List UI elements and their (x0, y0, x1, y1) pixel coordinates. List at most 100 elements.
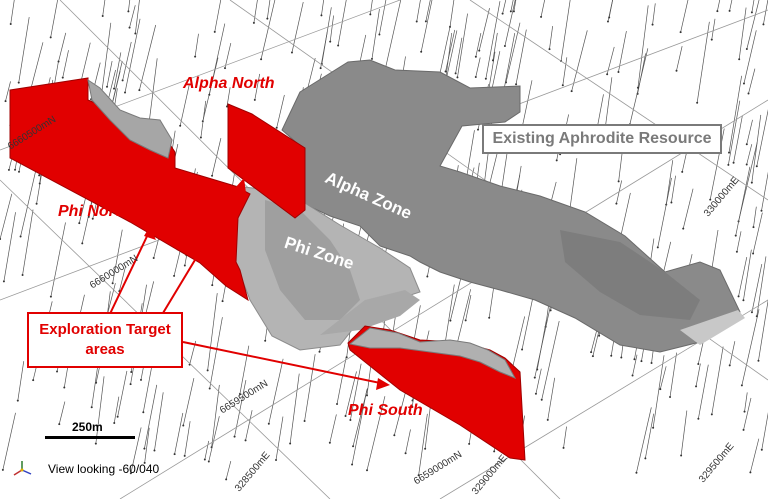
drillhole-collar (670, 201, 673, 204)
drillhole-collar (221, 300, 224, 303)
drillhole-collar (290, 51, 293, 54)
drillhole-trace (122, 41, 132, 81)
drillhole-trace (420, 0, 433, 52)
drillhole-trace (606, 46, 615, 75)
drillhole-collar (755, 315, 758, 318)
drillhole-trace (711, 346, 724, 415)
drillhole-trace (696, 21, 710, 103)
drillhole-collar (549, 309, 552, 312)
drillhole-trace (445, 30, 458, 80)
drillhole-trace (113, 396, 120, 424)
drillhole-trace (637, 5, 649, 88)
drillhole-collar (244, 439, 247, 442)
drillhole-trace (58, 401, 66, 425)
drillhole-trace (750, 438, 760, 473)
drillhole-trace (761, 412, 768, 450)
drillhole-trace (345, 371, 357, 417)
drillhole-trace (728, 100, 741, 165)
drillhole-collar (182, 424, 185, 427)
drillhole-trace (657, 177, 672, 248)
drillhole-collar (207, 460, 210, 463)
drillhole-collar (555, 159, 558, 162)
drillhole-trace (763, 0, 768, 25)
drillhole-collar (252, 21, 255, 24)
drillhole-trace (3, 212, 16, 282)
drillhole-trace (50, 0, 58, 38)
drillhole-trace (53, 60, 59, 86)
drillhole-trace (204, 440, 210, 460)
drillhole-trace (208, 23, 226, 95)
drillhole-collar (449, 25, 452, 28)
drillhole-collar (78, 222, 81, 225)
drillhole-collar (183, 454, 186, 457)
drillhole-collar (728, 151, 731, 154)
drillhole-collar (740, 384, 743, 387)
drillhole-collar (749, 471, 752, 474)
drillhole-collar (143, 447, 146, 450)
drillhole-collar (129, 383, 132, 386)
drillhole-trace (129, 5, 136, 28)
drillhole-trace (669, 352, 677, 398)
drillhole-trace (291, 1, 304, 53)
drillhole-collar (534, 392, 537, 395)
drillhole-collar (620, 356, 623, 359)
drillhole-trace (743, 30, 757, 84)
drillhole-collar (56, 370, 59, 373)
drillhole-trace (320, 31, 328, 69)
drillhole-collar (735, 250, 738, 253)
drillhole-collar (127, 10, 130, 13)
drillhole-trace (214, 0, 222, 32)
drillhole-collar (206, 369, 209, 372)
drillhole-collar (213, 30, 216, 33)
drillhole-trace (102, 0, 106, 17)
drillhole-collar (424, 20, 427, 23)
drillhole-collar (211, 284, 214, 287)
drillhole-trace (563, 426, 567, 448)
drillhole-trace (751, 114, 762, 183)
drillhole-trace (743, 249, 752, 301)
drillhole-collar (275, 126, 278, 129)
drillhole-collar (650, 361, 653, 364)
drillhole-trace (182, 378, 195, 426)
drillhole-collar (58, 423, 61, 426)
drillhole-trace (535, 368, 542, 394)
drillhole-trace (752, 212, 763, 254)
drillhole-collar (697, 417, 700, 420)
drillhole-collar (608, 16, 611, 19)
drillhole-trace (366, 396, 386, 471)
drillhole-collar (370, 57, 373, 60)
drillhole-collar (336, 403, 339, 406)
drillhole-collar (750, 181, 753, 184)
drillhole-collar (533, 376, 536, 379)
drillhole-trace (379, 0, 387, 35)
exploration-target-planes (9, 77, 526, 461)
drillhole-trace (717, 0, 721, 12)
drillhole-collar (562, 446, 565, 449)
drillhole-trace (110, 60, 123, 110)
drillhole-trace (478, 8, 490, 51)
drillhole-trace (128, 0, 131, 12)
drillhole-trace (17, 361, 25, 401)
drillhole-collar (760, 209, 763, 212)
drillhole-collar (548, 48, 551, 51)
callout-arrows (107, 178, 390, 390)
drillhole-collar (644, 457, 647, 460)
drillhole-collar (267, 422, 270, 425)
drillhole-collar (679, 31, 682, 34)
drillhole-trace (751, 0, 755, 13)
drillhole-trace (571, 30, 588, 92)
scale-bar-label: 250m (72, 420, 103, 434)
drillhole-collar (17, 81, 20, 84)
phi-south-label: Phi South (348, 402, 423, 419)
drillhole-collar (18, 170, 21, 173)
drillhole-collar (737, 295, 740, 298)
drillhole-collar (233, 435, 236, 438)
drillhole-collar (49, 295, 52, 298)
exploration-target-callout: Exploration Target areas (27, 312, 183, 368)
drillhole-collar (743, 410, 746, 413)
drillhole-trace (652, 355, 665, 428)
drillhole-trace (58, 32, 67, 62)
drillhole-trace (225, 461, 232, 480)
